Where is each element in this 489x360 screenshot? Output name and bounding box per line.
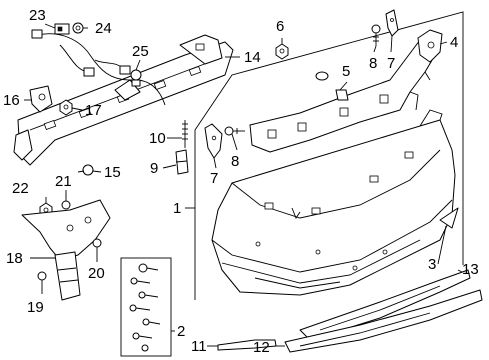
callout-6: 6: [276, 18, 284, 35]
callout-21: 21: [55, 173, 72, 190]
bracket-7-lower: [204, 123, 223, 159]
bracket-7-upper: [385, 9, 399, 37]
sensor-25: [130, 69, 142, 87]
nut-6: [275, 43, 289, 60]
callout-3: 3: [428, 256, 436, 273]
callout-2: 2: [177, 323, 185, 340]
bracket-16: [29, 85, 53, 113]
stud-10: [182, 120, 188, 148]
callout-19: 19: [27, 299, 44, 316]
callout-14: 14: [244, 49, 261, 66]
reinforcement-beam: [13, 34, 234, 166]
callout-16: 16: [3, 92, 20, 109]
upper-absorber-bracket: [249, 33, 439, 153]
callout-1: 1: [173, 200, 181, 217]
trim-3: [439, 207, 459, 229]
callout-8-lower: 8: [231, 153, 239, 170]
callout-9: 9: [150, 160, 158, 177]
callout-8-upper: 8: [369, 55, 377, 72]
grommet-24: [72, 22, 84, 34]
leader-lines: [24, 23, 463, 347]
screw-8-lower: [224, 126, 245, 136]
callout-20: 20: [88, 265, 105, 282]
callout-10: 10: [149, 130, 166, 147]
callout-17: 17: [85, 102, 102, 119]
callout-13: 13: [462, 261, 479, 278]
callout-25: 25: [132, 43, 149, 60]
screw-19: [37, 271, 47, 292]
screw-20: [92, 238, 102, 258]
callout-7-lower: 7: [210, 170, 218, 187]
hardware-kit-box: [120, 257, 172, 357]
bolt-21: [61, 195, 71, 210]
clip-5: [315, 71, 349, 101]
callout-11: 11: [191, 338, 207, 355]
callout-18: 18: [6, 250, 23, 267]
screw-8-upper: [371, 24, 381, 46]
callout-22: 22: [12, 180, 29, 197]
side-bracket-4: [417, 29, 443, 63]
callout-7-upper: 7: [387, 55, 395, 72]
callout-15: 15: [104, 164, 121, 181]
callout-5: 5: [342, 63, 350, 80]
bracket-9: [175, 149, 189, 175]
callout-23: 23: [29, 7, 46, 24]
bolt-15: [77, 164, 94, 176]
callout-4: 4: [450, 34, 458, 51]
diffuser-12: [284, 289, 483, 353]
bumper-cover: [211, 109, 456, 296]
callout-24: 24: [95, 20, 112, 37]
mounting-bracket-18: [21, 199, 111, 301]
connector-23: [54, 23, 70, 35]
nut-17: [59, 99, 73, 116]
bumper-assembly-frame: [194, 11, 464, 300]
callout-12: 12: [253, 339, 270, 356]
callout-labels: 23 24 25 14 6 5 8 7 4 16 17 10 9 7 8 15 …: [3, 7, 479, 356]
